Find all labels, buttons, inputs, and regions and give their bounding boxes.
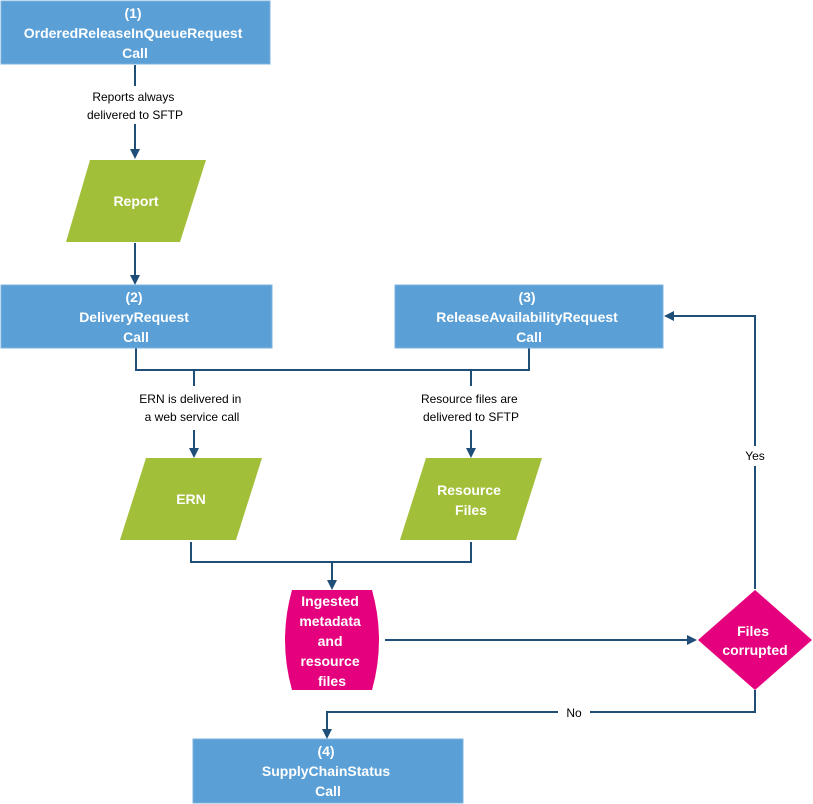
data-shape-resource-files-label: Resource Files [437,482,505,518]
edge-label-bg [406,386,536,430]
connector-decision-no [322,690,756,739]
process-box-delivery-request-label: (2) DeliveryRequest Call [79,289,193,345]
process-box-supply-chain-status-label: (4) SupplyChainStatus Call [262,743,394,799]
process-box-release-availability-label: (3) ReleaseAvailabilityRequest Call [436,289,621,345]
data-shape-report [66,160,206,242]
edge-label-bg [126,386,258,430]
edge-label-bg [74,86,196,124]
connector-merge-to-ingested [190,542,472,588]
process-box-ordered-release-label: (1) OrderedReleaseInQueueRequest Call [24,5,247,61]
storage-shape-ingested [285,590,379,690]
data-shape-ern-label: ERN [176,491,206,507]
edge-label-yes: Yes [745,449,765,463]
edge-label-bg [738,446,772,466]
process-box-release-availability [394,284,664,349]
storage-shape-ingested-label: Ingested metadata and resource files [299,593,364,689]
edge-label-resource-delivered: Resource files are delivered to SFTP [421,392,521,424]
process-box-supply-chain-status [192,738,464,804]
edge-label-ern-delivered: ERN is delivered in a web service call [139,392,244,424]
decision-files-corrupted-label: Files corrupted [722,623,787,658]
edge-label-no: No [566,706,582,720]
connector-decision-yes [664,311,756,589]
edge-label-bg [558,703,590,721]
decision-files-corrupted [698,590,812,690]
data-shape-resource-files [400,458,542,540]
edge-label-reports-delivered: Reports always delivered to SFTP [87,90,183,122]
connector-split-bus [135,348,530,371]
process-box-delivery-request [0,284,273,349]
data-shape-ern [120,458,262,540]
data-shape-report-label: Report [113,193,158,209]
process-box-ordered-release [0,0,271,65]
